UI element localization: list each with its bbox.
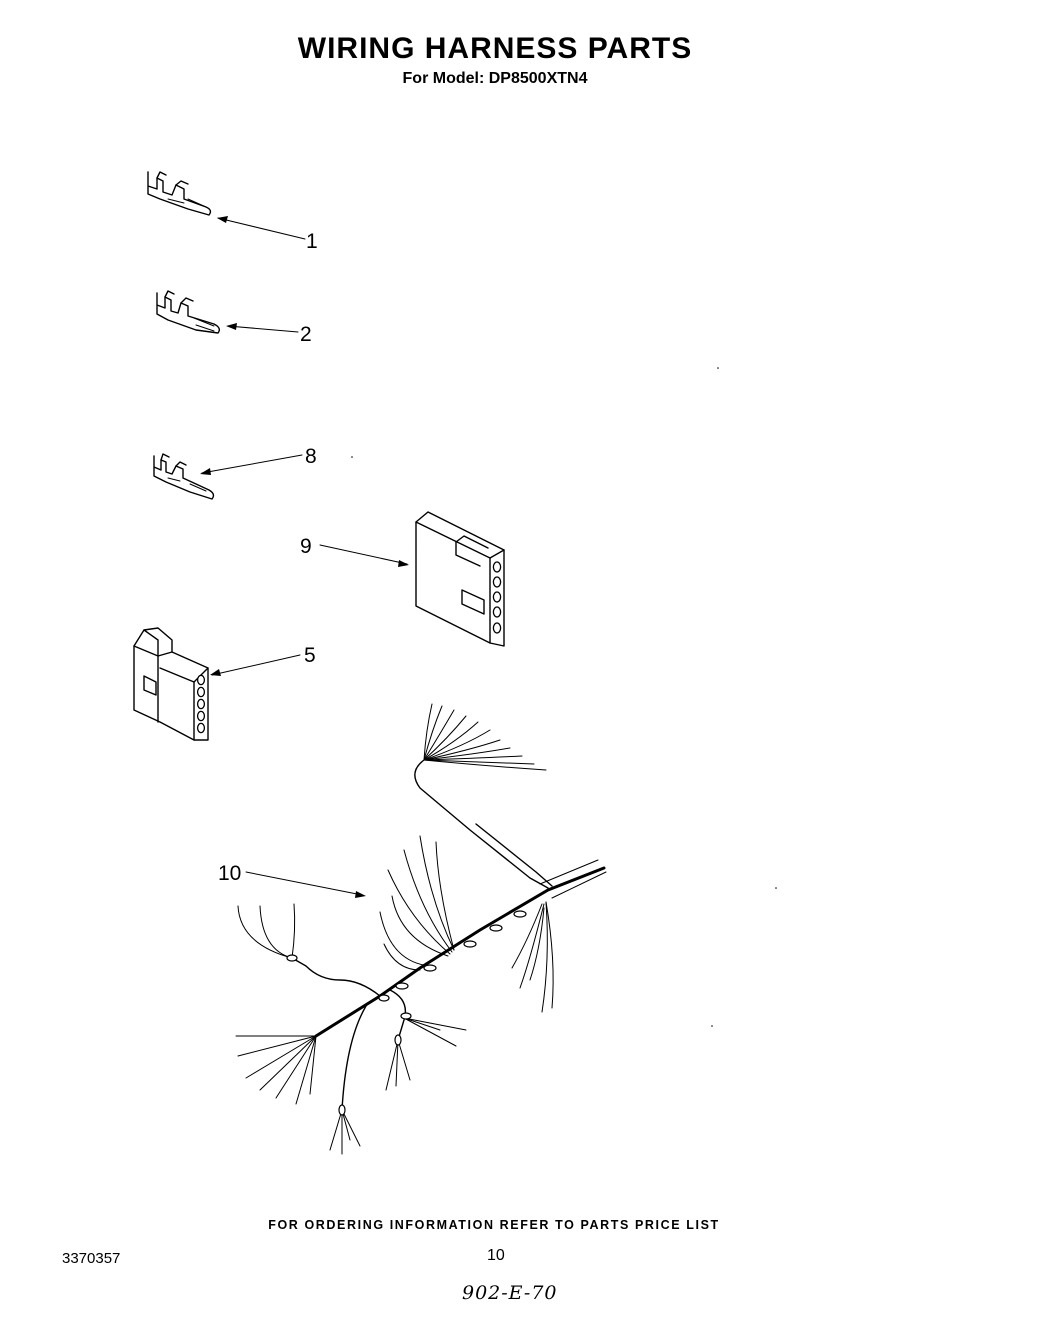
- model-line: For Model: DP8500XTN4: [402, 70, 588, 87]
- part-10-wiring-harness: [235, 703, 607, 1155]
- ordering-note: FOR ORDERING INFORMATION REFER TO PARTS …: [268, 1218, 720, 1232]
- document-number: 3370357: [62, 1250, 121, 1267]
- callout-10-leader: [245, 871, 366, 898]
- part-8-terminal: [153, 453, 215, 500]
- callout-2-label: 2: [300, 323, 312, 346]
- handwritten-note: 902-E-70: [462, 1282, 558, 1304]
- part-2-terminal: [156, 290, 221, 334]
- callout-2-leader: [226, 323, 299, 333]
- callout-8-label: 8: [305, 445, 317, 468]
- callout-9-label: 9: [300, 535, 312, 558]
- page-title: WIRING HARNESS PARTS: [297, 32, 693, 65]
- part-5-connector: [133, 627, 209, 741]
- callout-5-label: 5: [304, 644, 316, 667]
- page-number: 10: [487, 1247, 505, 1264]
- callout-10-label: 10: [218, 862, 241, 885]
- callout-9-leader: [319, 544, 409, 567]
- callout-8-leader: [200, 454, 303, 475]
- part-9-connector: [415, 511, 505, 647]
- callout-1-leader: [217, 216, 306, 240]
- callout-1-label: 1: [306, 230, 318, 253]
- part-1-terminal: [147, 171, 212, 216]
- callout-5-leader: [210, 654, 301, 676]
